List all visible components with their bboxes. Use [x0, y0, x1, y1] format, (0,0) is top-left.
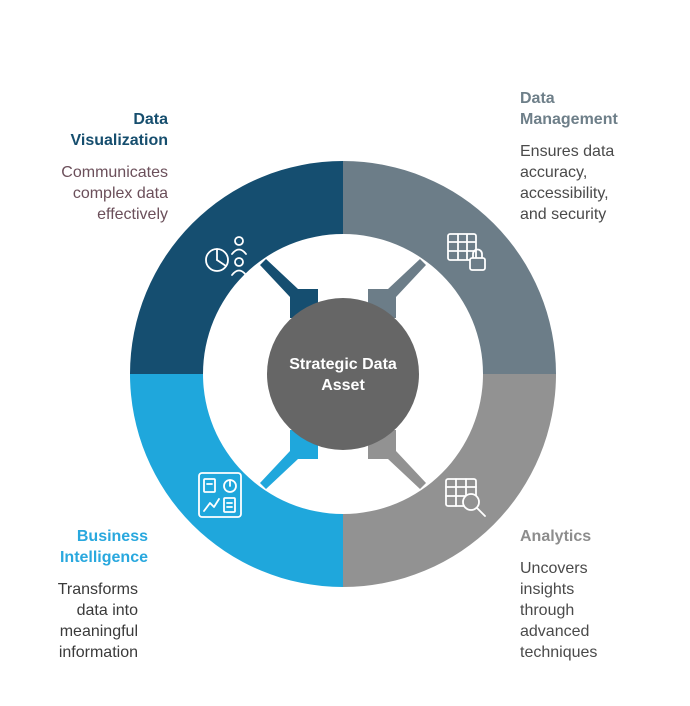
- table-search-icon: [445, 478, 486, 517]
- arrow-analytics: [368, 430, 426, 489]
- title-line: Analytics: [520, 528, 592, 545]
- description-line: information: [58, 644, 138, 661]
- description-line: Transforms: [57, 581, 138, 598]
- title-line: Visualization: [70, 132, 168, 149]
- arrow-data-visualization: [260, 259, 318, 318]
- data-management-title: Data Management: [520, 88, 660, 130]
- data-management-description: Ensures data accuracy, accessibility, an…: [520, 141, 670, 225]
- analytics-title: Analytics: [520, 526, 660, 547]
- title-line: Intelligence: [59, 549, 148, 566]
- business-intelligence-description: Transforms data into meaningful informat…: [0, 579, 138, 663]
- business-intelligence-title: Business Intelligence: [8, 526, 148, 568]
- center-circle: [267, 298, 419, 450]
- segment-data-visualization: [130, 161, 343, 374]
- center-label-line-2: Asset: [321, 377, 365, 394]
- analytics-description: Uncovers insights through advanced techn…: [520, 558, 670, 663]
- description-line: Ensures data: [520, 143, 615, 160]
- center-label-line-1: Strategic Data: [289, 356, 397, 373]
- description-line: complex data: [72, 185, 168, 202]
- description-line: accessibility,: [520, 185, 609, 202]
- description-line: Uncovers: [520, 560, 588, 577]
- description-line: insights: [520, 581, 575, 598]
- title-line: Data: [520, 90, 555, 107]
- segment-data-management: [343, 161, 556, 374]
- table-lock-icon: [447, 233, 486, 271]
- description-line: Communicates: [61, 164, 168, 181]
- description-line: accuracy,: [520, 164, 588, 181]
- pie-chart-people-icon: [205, 236, 247, 276]
- title-line: Management: [520, 111, 618, 128]
- segment-analytics: [343, 374, 556, 587]
- title-line: Business: [76, 528, 148, 545]
- arrow-business-intelligence: [260, 430, 318, 489]
- dashboard-icon: [198, 472, 242, 518]
- data-visualization-description: Communicates complex data effectively: [18, 162, 168, 225]
- data-visualization-title: Data Visualization: [28, 109, 168, 151]
- description-line: data into: [76, 602, 138, 619]
- description-line: through: [520, 602, 575, 619]
- arrow-data-management: [368, 259, 426, 318]
- segment-business-intelligence: [130, 374, 343, 587]
- description-line: effectively: [97, 206, 168, 223]
- description-line: advanced: [520, 623, 590, 640]
- description-line: and security: [520, 206, 607, 223]
- description-line: meaningful: [59, 623, 138, 640]
- title-line: Data: [133, 111, 168, 128]
- description-line: techniques: [520, 644, 598, 661]
